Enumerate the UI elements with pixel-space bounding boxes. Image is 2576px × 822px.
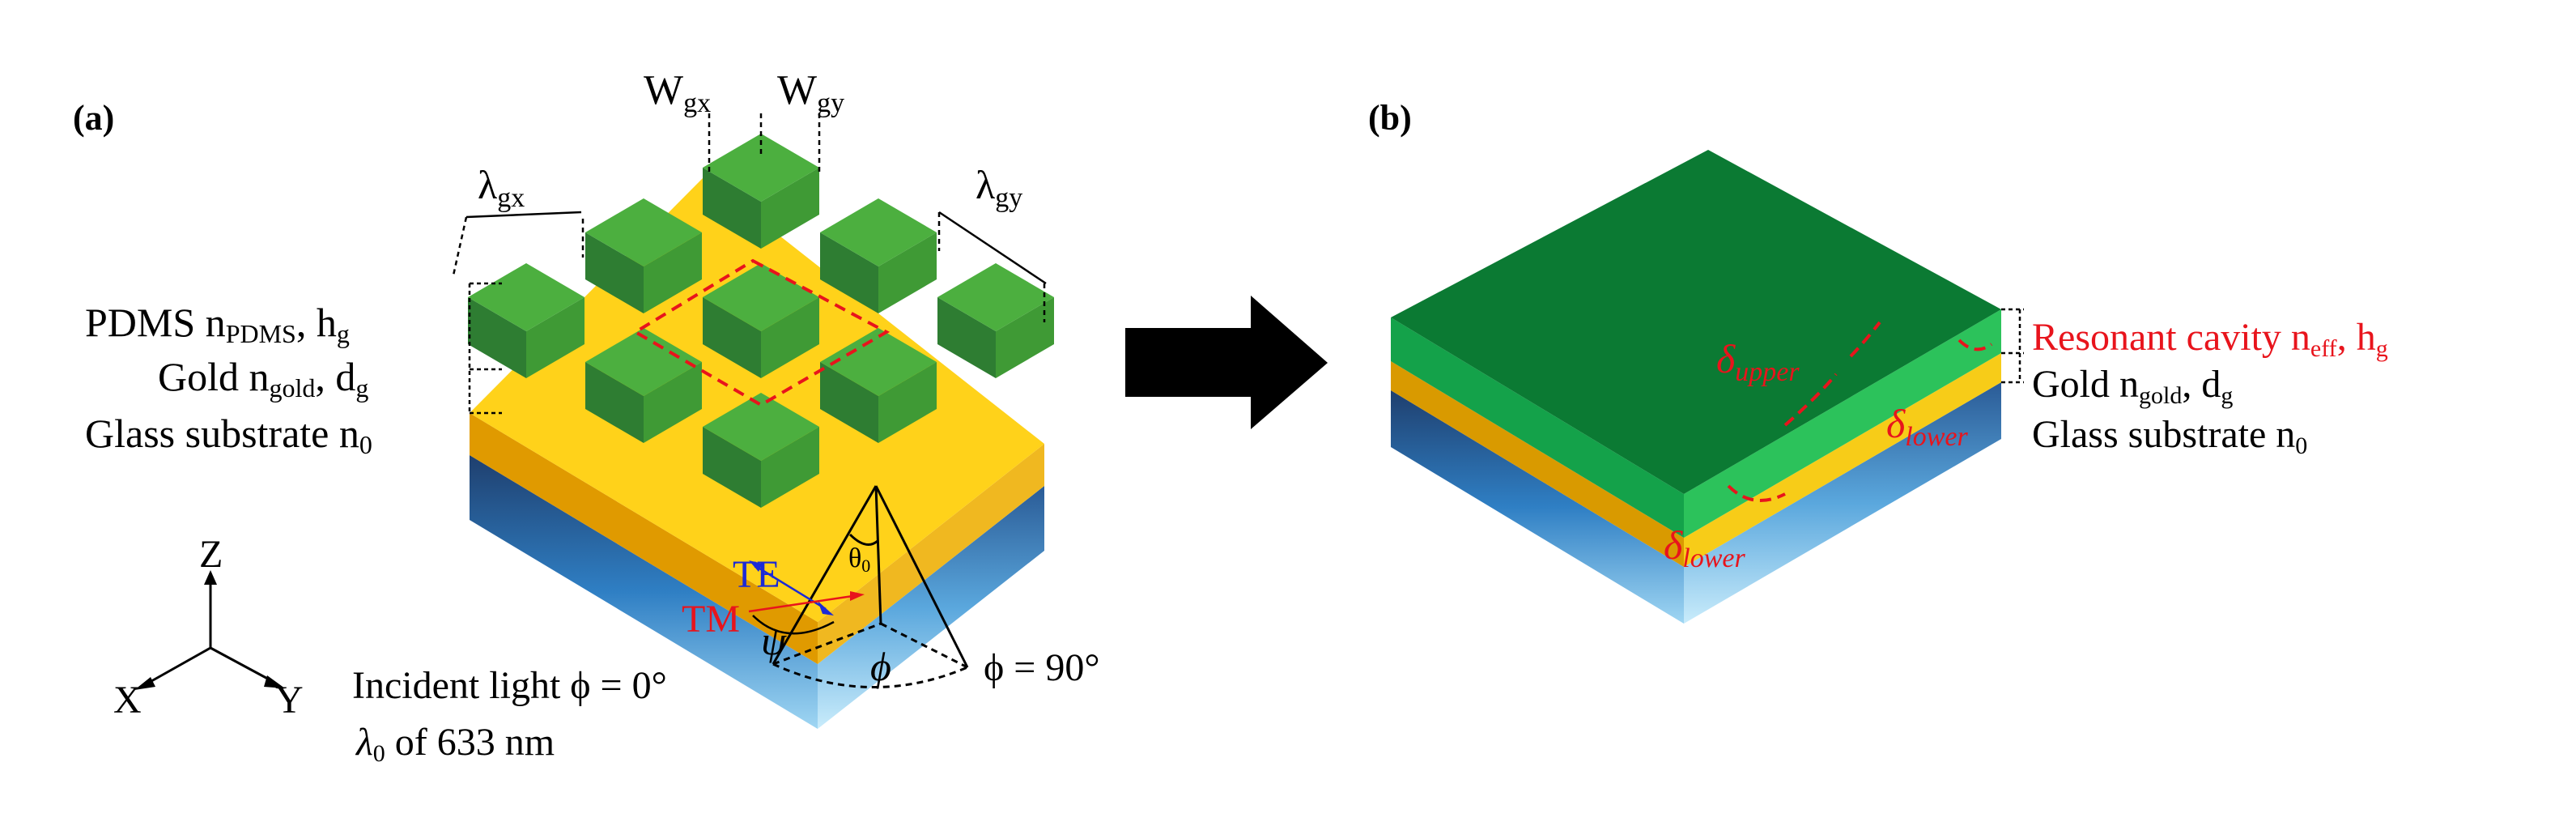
- wgx-label: Wgx: [644, 67, 711, 118]
- pillar-face: [996, 297, 1054, 378]
- psi-label: ψ: [761, 618, 787, 663]
- pillar-face: [644, 232, 702, 313]
- pillar-face: [937, 297, 996, 378]
- grating-pillar: [468, 263, 584, 378]
- pillar-face: [820, 232, 878, 313]
- grating-pillar: [703, 134, 819, 249]
- pillar-face: [585, 232, 644, 313]
- gold-label-a: Gold ngold, dg: [158, 354, 368, 402]
- cavity-left-face: [1391, 317, 1684, 538]
- axis-x-label: X: [113, 679, 142, 722]
- axis-z-label: Z: [199, 533, 223, 576]
- glass-label-a: Glass substrate n0: [85, 411, 372, 459]
- lambda-gy-label: λgy: [976, 162, 1022, 213]
- cavity-top-face: [1391, 150, 2001, 494]
- gold-right-face-b: [1684, 353, 2001, 567]
- panel-b-label: (b): [1368, 98, 1412, 138]
- pillar-face: [585, 362, 644, 443]
- axis-y-label: Y: [275, 679, 304, 722]
- panel-b-brackets: [2001, 308, 2024, 384]
- pillar-face: [761, 297, 819, 378]
- glass-right-face: [818, 486, 1044, 729]
- cavity-label: Resonant cavity neff, hg: [2032, 316, 2388, 362]
- pillar-face: [703, 168, 761, 249]
- glass-label-b: Glass substrate n0: [2032, 413, 2307, 459]
- gold-left-face-b: [1391, 361, 1684, 567]
- phi-90-label: ϕ = 90°: [984, 646, 1100, 689]
- incident-light-label: Incident light ϕ = 0°: [352, 664, 667, 707]
- delta-upper-label: δupper: [1716, 336, 1800, 387]
- polarization-arrows: [748, 560, 865, 635]
- pillar-face: [585, 328, 702, 396]
- wgy-label: Wgy: [777, 67, 844, 118]
- pillar-face: [703, 427, 761, 508]
- grating-pillar: [585, 198, 702, 313]
- phi-label: ϕ: [870, 644, 891, 689]
- delta-lower-right-label: δlower: [1886, 401, 1968, 452]
- delta-lower-front-label: δlower: [1664, 522, 1745, 573]
- gold-left-face: [470, 413, 818, 664]
- grating-pillar: [703, 263, 819, 378]
- te-label: TE: [733, 553, 780, 596]
- glass-right-face-b: [1684, 382, 2001, 624]
- pillar-face: [878, 232, 937, 313]
- dimension-markers: [452, 113, 1047, 415]
- glass-left-face: [470, 455, 818, 729]
- gold-label-b: Gold ngold, dg: [2032, 363, 2233, 409]
- pdms-label: PDMS nPDMS, hg: [85, 300, 350, 348]
- unit-cell-outline: [632, 258, 891, 407]
- pillar-face: [468, 297, 526, 378]
- panel-a-label: (a): [73, 98, 114, 138]
- grating-pillar: [703, 393, 819, 508]
- grating-pillar: [820, 198, 937, 313]
- pillar-face: [703, 393, 819, 461]
- grating-pillar: [585, 328, 702, 443]
- cavity-right-face: [1684, 309, 2001, 538]
- pillar-face: [703, 297, 761, 378]
- pillar-face: [526, 297, 584, 378]
- glass-left-face-b: [1391, 390, 1684, 624]
- wavelength-label: λ0 of 633 nm: [355, 721, 555, 767]
- grating-pillars: [468, 134, 1054, 508]
- pillar-face: [585, 198, 702, 266]
- pillar-face: [820, 362, 878, 443]
- pillar-face: [820, 198, 937, 266]
- grating-pillar: [937, 263, 1054, 378]
- gold-right-face: [818, 444, 1044, 664]
- pillar-face: [761, 168, 819, 249]
- grating-pillar: [820, 328, 937, 443]
- coordinate-axes: [134, 570, 285, 690]
- tm-label: TM: [682, 598, 740, 641]
- pillar-face: [937, 263, 1054, 331]
- pillar-face: [644, 362, 702, 443]
- pillar-face: [703, 134, 819, 202]
- theta-label: θ0: [848, 543, 870, 576]
- pillar-face: [820, 328, 937, 396]
- pillar-face: [878, 362, 937, 443]
- transition-arrow: [1125, 296, 1328, 429]
- decay-arrows: [1727, 321, 1993, 502]
- panel-b-stack: [1391, 150, 2001, 624]
- pillar-face: [761, 427, 819, 508]
- lambda-gx-label: λgx: [478, 162, 525, 213]
- pillar-face: [468, 263, 584, 331]
